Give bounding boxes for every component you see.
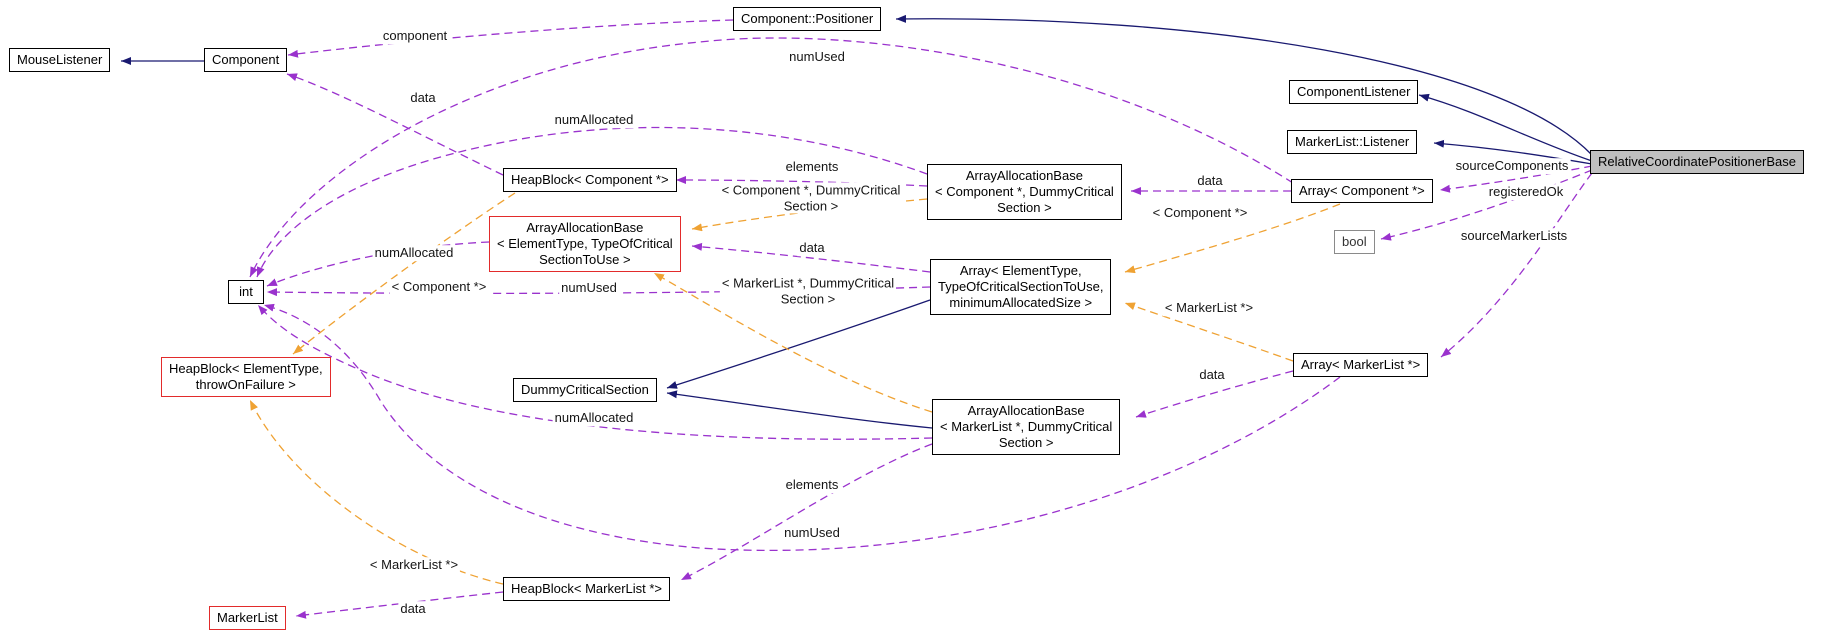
edge-label-numallocated-top: numAllocated	[552, 112, 636, 128]
edge-template-aabmarkerlist-aabgeneric	[653, 272, 933, 413]
node-dummycriticalsection[interactable]: DummyCriticalSection	[513, 378, 657, 402]
edge-usage-positioner-component	[287, 19, 734, 58]
edge-label-numused-bottom: numUsed	[782, 525, 842, 541]
edge-label-data-arraycomponent: data	[1195, 173, 1225, 189]
edge-template-heapblockmarkerlist-heapblockgeneric	[249, 399, 504, 585]
edge-inheritance-relativebase-componentlistener	[1418, 93, 1593, 162]
edge-template-arraycomponent-arraygeneric	[1124, 203, 1341, 274]
edge-usage-aabgeneric-int-numallocated	[266, 241, 490, 287]
edge-label-template-aabmarkerlist: < MarkerList *, DummyCritical Section >	[719, 275, 897, 307]
edge-usage-heapblockcomponent-component	[286, 73, 504, 176]
node-heapblock-markerlist[interactable]: HeapBlock< MarkerList *>	[503, 577, 671, 601]
edge-inheritance-relativebase-markerlistlistener	[1433, 139, 1593, 165]
node-bool: bool	[1334, 230, 1375, 254]
edge-label-numallocated-mid: numAllocated	[372, 245, 456, 261]
node-arrayallocationbase-markerlist[interactable]: ArrayAllocationBase < MarkerList *, Dumm…	[932, 399, 1121, 455]
edge-label-template-heapmarkerlist: < MarkerList *>	[367, 557, 461, 573]
edge-usage-aabmarkerlist-int-numallocated	[257, 304, 933, 440]
node-markerlist[interactable]: MarkerList	[209, 606, 286, 630]
edge-label-template-arraycomponent: < Component *>	[1150, 205, 1250, 221]
edge-usage-arraygeneric-aabgeneric-data	[691, 242, 931, 273]
edge-usage-relativebase-arraymarkerlist	[1440, 172, 1593, 358]
edge-label-elements-bottom: elements	[783, 477, 841, 493]
edge-inheritance-relativebase-positioner	[895, 14, 1593, 156]
edge-usage-arraymarkerlist-int-numused	[263, 303, 1341, 551]
edge-label-registeredok: registeredOk	[1486, 184, 1566, 200]
edge-usage-relativebase-bool	[1380, 169, 1593, 241]
edge-inheritance-aabmarkerlist-dummycriticalsection	[666, 390, 933, 429]
node-array-generic[interactable]: Array< ElementType, TypeOfCriticalSectio…	[930, 259, 1112, 315]
edge-label-sourcemarkerlists: sourceMarkerLists	[1458, 228, 1570, 244]
edge-label-template-arraymarkerlist: < MarkerList *>	[1162, 300, 1256, 316]
node-relativecoordinatepositionerbase: RelativeCoordinatePositionerBase	[1590, 150, 1805, 174]
edge-label-template-aabcomponent: < Component *, DummyCritical Section >	[719, 182, 903, 214]
edge-label-template-heapcomponent: < Component *>	[389, 279, 489, 295]
node-array-component[interactable]: Array< Component *>	[1291, 179, 1433, 203]
edge-usage-relativebase-arraycomponent	[1439, 165, 1593, 193]
edge-usage-heapblockmarkerlist-markerlist-data	[295, 591, 504, 619]
node-int: int	[228, 280, 264, 304]
edge-label-sourcecomponents: sourceComponents	[1453, 158, 1571, 174]
edge-template-arraymarkerlist-arraygeneric	[1124, 302, 1294, 362]
node-component-positioner[interactable]: Component::Positioner	[733, 7, 882, 31]
edge-label-numused-top: numUsed	[787, 49, 847, 65]
edge-label-numallocated-bottom: numAllocated	[552, 410, 636, 426]
node-componentlistener[interactable]: ComponentListener	[1289, 80, 1419, 104]
node-arrayallocationbase-component[interactable]: ArrayAllocationBase < Component *, Dummy…	[927, 164, 1122, 220]
edge-label-data-arraymarkerlist: data	[1197, 367, 1227, 383]
edge-inheritance-arraygeneric-dummycriticalsection	[666, 299, 931, 389]
edge-usage-aabmarkerlist-heapblockmarkerlist-elements	[680, 443, 933, 581]
node-array-markerlist[interactable]: Array< MarkerList *>	[1293, 353, 1429, 377]
node-mouselistener[interactable]: MouseListener	[9, 48, 111, 72]
edge-label-numused-mid: numUsed	[559, 280, 619, 296]
node-markerlist-listener[interactable]: MarkerList::Listener	[1287, 130, 1418, 154]
node-heapblock-generic[interactable]: HeapBlock< ElementType, throwOnFailure >	[161, 357, 331, 397]
edge-usage-aabcomponent-int-numallocated	[256, 126, 928, 278]
edge-usage-arraymarkerlist-aabmarkerlist-data	[1135, 370, 1294, 418]
node-heapblock-component[interactable]: HeapBlock< Component *>	[503, 168, 677, 192]
edge-label-data-arraygeneric: data	[797, 240, 827, 256]
edge-label-elements-top: elements	[783, 159, 841, 175]
edge-label-component: component	[380, 28, 450, 44]
edge-template-heapblockcomponent-heapblockgeneric	[292, 192, 516, 355]
edge-label-data-heapmarkerlist: data	[398, 601, 428, 617]
edge-usage-arraycomponent-int-numused	[249, 37, 1294, 278]
node-component[interactable]: Component	[204, 48, 288, 72]
edge-label-data-heapcomponent: data	[408, 90, 438, 106]
node-arrayallocationbase-generic[interactable]: ArrayAllocationBase < ElementType, TypeO…	[489, 216, 681, 272]
